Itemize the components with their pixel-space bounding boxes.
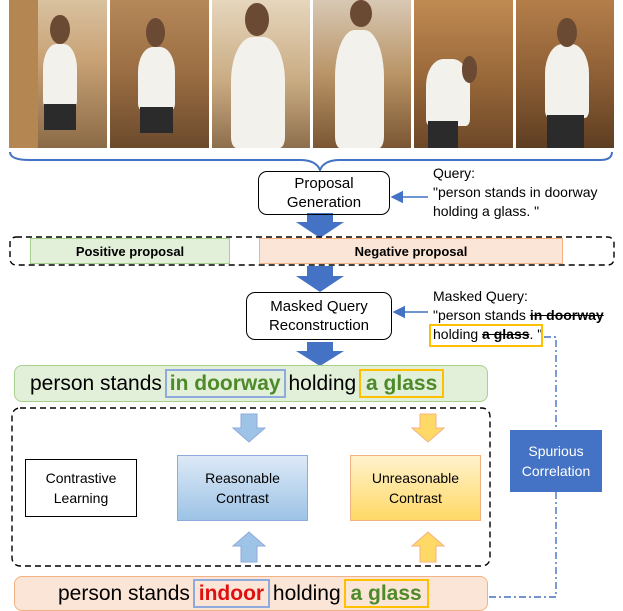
masked-query-label: Masked Query: xyxy=(433,288,528,304)
query-text: Query: "person stands in doorway holding… xyxy=(433,164,598,221)
video-frame xyxy=(211,0,310,148)
proposal-generation-line2: Generation xyxy=(286,194,362,211)
down-arrow xyxy=(296,342,344,366)
query-line1: "person stands in doorway xyxy=(433,184,598,200)
masked-query-line2-prefix: holding xyxy=(433,326,483,342)
positive-proposal-label: Positive proposal xyxy=(75,243,185,259)
reasonable-down-arrow xyxy=(231,413,267,443)
spurious-connector xyxy=(544,336,557,430)
unreasonable-contrast-box: Unreasonable Contrast xyxy=(350,455,481,521)
top-highlight-glass: a glass xyxy=(359,369,445,398)
mqr-line2: Reconstruction xyxy=(268,317,370,334)
reasonable-up-arrow xyxy=(231,531,267,563)
bottom-sentence: person stands indoor holding a glass xyxy=(58,577,429,610)
contrastive-dashed-box xyxy=(11,407,491,567)
reasonable-line1: Reasonable xyxy=(205,470,280,486)
query-line2: holding a glass. " xyxy=(433,203,540,219)
reasonable-line2: Contrast xyxy=(216,490,269,506)
brace xyxy=(9,151,613,173)
query-label: Query: xyxy=(433,165,476,181)
masked-glass-highlight xyxy=(429,324,543,347)
spurious-line2: Correlation xyxy=(521,463,591,479)
contrastive-line2: Learning xyxy=(53,490,109,506)
video-frame xyxy=(110,0,209,148)
masked-phrase-doorway: in doorway xyxy=(529,307,604,323)
video-frame xyxy=(9,0,108,148)
spurious-line1: Spurious xyxy=(528,443,584,459)
masked-query-line1-prefix: "person stands xyxy=(433,307,530,323)
top-sentence: person stands in doorway holding a glass xyxy=(30,367,445,400)
contrastive-line1: Contrastive xyxy=(45,470,117,486)
mqr-line1: Masked Query xyxy=(270,298,368,315)
reasonable-contrast-box: Reasonable Contrast xyxy=(177,455,308,521)
masked-query-text: Masked Query: "person stands in doorway … xyxy=(433,287,604,344)
masked-phrase-glass: a glass xyxy=(482,326,530,342)
unreasonable-down-arrow xyxy=(410,413,446,443)
bottom-highlight-glass: a glass xyxy=(343,579,429,608)
unreasonable-up-arrow xyxy=(410,531,446,563)
bottom-sentence-part1: person stands xyxy=(58,582,196,605)
contrastive-learning-box: Contrastive Learning xyxy=(25,459,137,517)
proposal-dashed-box xyxy=(9,236,615,266)
negative-proposal-label: Negative proposal xyxy=(354,243,468,259)
spurious-connector xyxy=(450,492,557,603)
down-arrow xyxy=(296,213,344,238)
masked-query-line2-suffix: . " xyxy=(529,326,543,342)
spurious-correlation-box: Spurious Correlation xyxy=(510,430,602,492)
down-arrow xyxy=(296,266,344,292)
top-highlight-doorway: in doorway xyxy=(164,369,286,398)
top-sentence-bar xyxy=(14,365,488,402)
bottom-sentence-part2: holding xyxy=(267,582,347,605)
proposal-generation-line1: Proposal xyxy=(294,175,354,192)
video-frame xyxy=(414,0,513,148)
masked-query-reconstruction-box: Masked Query Reconstruction xyxy=(246,292,392,340)
video-frame xyxy=(312,0,412,148)
proposal-generation-box: Proposal Generation xyxy=(258,171,390,215)
bottom-highlight-indoor: indoor xyxy=(192,579,271,608)
top-sentence-part1: person stands xyxy=(30,372,168,395)
video-frames xyxy=(9,0,614,148)
top-sentence-part2: holding xyxy=(282,372,363,395)
unreasonable-line1: Unreasonable xyxy=(371,470,460,486)
video-frame xyxy=(515,0,614,148)
positive-proposal: Positive proposal xyxy=(30,238,230,264)
negative-proposal: Negative proposal xyxy=(259,238,563,264)
unreasonable-line2: Contrast xyxy=(389,490,442,506)
